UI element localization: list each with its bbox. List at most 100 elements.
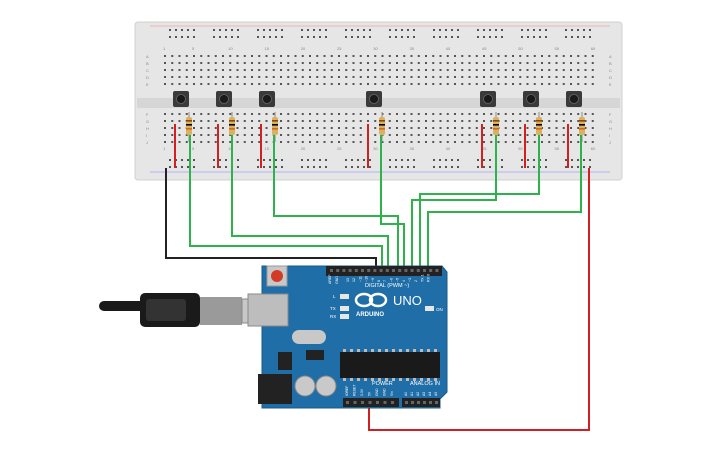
column-number: 20: [301, 146, 306, 151]
on-label: ON: [436, 307, 443, 312]
analog-pin-label: A4: [428, 392, 432, 396]
resistor: [229, 112, 235, 142]
analog-pin-label: A1: [410, 392, 414, 396]
digital-pin-label: ~5: [396, 278, 400, 282]
row-label: C: [146, 68, 149, 73]
column-number: 10: [228, 146, 233, 151]
digital-label: DIGITAL (PWM ~): [365, 283, 409, 289]
wires: [165, 135, 590, 431]
wire-btn3[interactable]: [273, 135, 399, 268]
pushbutton[interactable]: [173, 91, 189, 107]
pushbutton[interactable]: [366, 91, 382, 107]
row-label: H: [609, 126, 612, 131]
column-number: 25: [337, 46, 342, 51]
digital-pin-label: TX 1: [420, 274, 424, 282]
breadboard-holes: [164, 55, 594, 143]
wire-btn2[interactable]: [231, 135, 389, 268]
atmega-chip: [340, 352, 440, 378]
row-label: A: [609, 54, 612, 59]
column-number: 1: [163, 46, 166, 51]
column-number: 45: [482, 146, 487, 151]
row-label: E: [609, 82, 612, 87]
analog-pin-label: A2: [416, 392, 420, 396]
analog-label: ANALOG IN: [410, 381, 440, 387]
row-label: I: [609, 133, 610, 138]
digital-pin-label: 2: [414, 280, 418, 282]
row-label: G: [609, 119, 612, 124]
rx-label: RX: [330, 314, 336, 319]
row-label: B: [609, 61, 612, 66]
wire-btn5[interactable]: [411, 135, 497, 268]
row-label: D: [146, 75, 149, 80]
column-number: 50: [518, 146, 523, 151]
digital-pin-label: 8: [377, 280, 381, 282]
row-label: H: [146, 126, 149, 131]
analog-pin-label: A0: [404, 392, 408, 396]
column-number: 55: [555, 146, 560, 151]
row-label: F: [146, 112, 149, 117]
digital-pin-label: 13: [346, 278, 350, 282]
column-number: 10: [228, 46, 233, 51]
wire-5v[interactable]: [368, 168, 590, 431]
power-pin-label: GND: [383, 388, 387, 396]
power-pin-label: RESET: [353, 385, 357, 396]
row-label: C: [609, 68, 612, 73]
column-number: 15: [265, 146, 270, 151]
aref-label: AREF: [328, 274, 332, 284]
wire-btn6[interactable]: [419, 135, 540, 268]
digital-pin-label: RX 0: [427, 274, 431, 282]
column-numbers: 1155101015152020252530303535404045455050…: [163, 46, 596, 151]
column-number: 50: [518, 46, 523, 51]
row-label: F: [609, 112, 612, 117]
digital-pin-label: 4: [402, 280, 406, 282]
wire-btn1[interactable]: [189, 135, 383, 268]
column-number: 30: [373, 46, 378, 51]
power-pin-label: GND: [375, 388, 379, 396]
pushbutton[interactable]: [259, 91, 275, 107]
model-label: UNO: [393, 293, 422, 308]
row-label: D: [609, 75, 612, 80]
column-number: 60: [591, 46, 596, 51]
digital-pin-label: ~10: [365, 276, 369, 282]
column-number: 30: [373, 146, 378, 151]
wire-btn7[interactable]: [427, 135, 582, 268]
row-label: G: [146, 119, 149, 124]
digital-pin-label: ~6: [389, 278, 393, 282]
row-label: J: [146, 140, 148, 145]
row-label: B: [146, 61, 149, 66]
column-number: 25: [337, 146, 342, 151]
gnd-label: GND: [335, 276, 339, 284]
row-label: J: [609, 140, 611, 145]
column-number: 40: [446, 46, 451, 51]
digital-pin-label: ~11: [358, 276, 362, 282]
column-number: 1: [163, 146, 166, 151]
column-number: 5: [192, 146, 195, 151]
column-number: 35: [410, 146, 415, 151]
wire-btn4[interactable]: [380, 135, 405, 268]
column-number: 40: [446, 146, 451, 151]
column-number: 60: [591, 146, 596, 151]
wire-gnd[interactable]: [165, 168, 377, 268]
pushbutton[interactable]: [216, 91, 232, 107]
column-number: 20: [301, 46, 306, 51]
pushbutton[interactable]: [523, 91, 539, 107]
row-label: A: [146, 54, 149, 59]
power-label: POWER: [372, 381, 393, 387]
power-pin-label: IOREF: [345, 386, 349, 396]
pushbutton[interactable]: [566, 91, 582, 107]
column-number: 15: [265, 46, 270, 51]
pushbutton[interactable]: [480, 91, 496, 107]
column-number: 55: [555, 46, 560, 51]
digital-pin-label: ~3: [408, 278, 412, 282]
digital-pin-label: 12: [352, 278, 356, 282]
power-pin-label: 3.3V: [360, 388, 364, 396]
l-label: L: [333, 294, 336, 299]
arduino-logo-icon: [354, 292, 388, 308]
power-pin-label: Vin: [390, 391, 394, 396]
column-number: 35: [410, 46, 415, 51]
row-label: E: [146, 82, 149, 87]
